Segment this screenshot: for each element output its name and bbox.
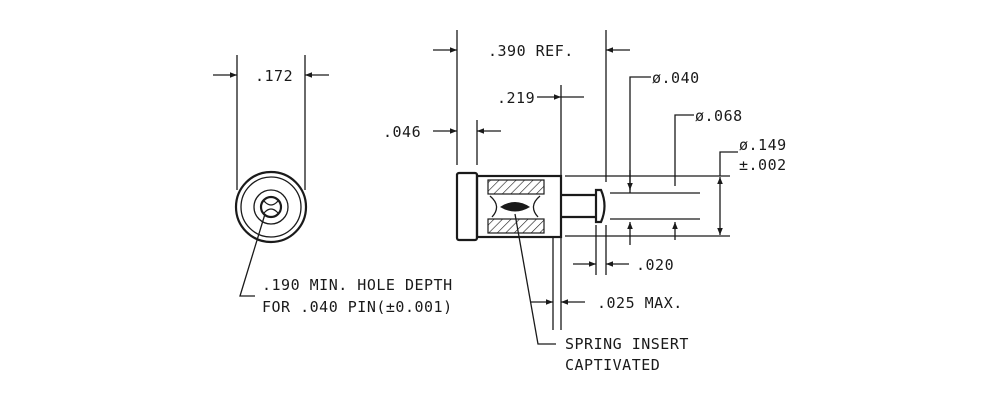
hole-depth-note-line2: FOR .040 PIN(±0.001) [262, 298, 453, 316]
tail-dia-label: ø.040 [652, 69, 700, 87]
overall-ref-label: .390 REF. [488, 42, 574, 60]
end-view-hole-circle [253, 189, 289, 225]
tail-tip [594, 188, 606, 224]
shoulder-max-label: .025 MAX. [597, 294, 683, 312]
spring-note-line2: CAPTIVATED [565, 356, 660, 374]
spring-insert-core [500, 202, 530, 212]
end-view-flange-circle [240, 176, 302, 238]
flange [455, 171, 479, 242]
end-view-width-label: .172 [255, 67, 293, 85]
flange-thickness-label: .046 [383, 123, 421, 141]
end-view: .172 [213, 55, 329, 297]
body-dia-label: ø.149 [739, 136, 787, 154]
tail-length-label: .020 [636, 256, 674, 274]
tail-dia-leader [629, 76, 651, 193]
end-view-outer-circle [234, 170, 308, 244]
spring-insert-contour [489, 195, 541, 218]
sleeve-top-section [487, 179, 545, 195]
end-view-spring-fingers [263, 200, 279, 214]
hole-depth-note-line1: .190 MIN. HOLE DEPTH [262, 276, 453, 294]
body-dia-tol-label: ±.002 [739, 156, 787, 174]
tip-dia-leader [674, 114, 694, 186]
hole-depth-leader [239, 213, 266, 297]
body-dia-leader [719, 151, 738, 176]
spring-note-line1: SPRING INSERT [565, 335, 689, 353]
tip-dia-label: ø.068 [695, 107, 743, 125]
spring-insert-leader [514, 213, 556, 345]
end-view-pin-hole [259, 195, 283, 219]
side-view [433, 30, 738, 345]
body-length-label: .219 [497, 89, 535, 107]
